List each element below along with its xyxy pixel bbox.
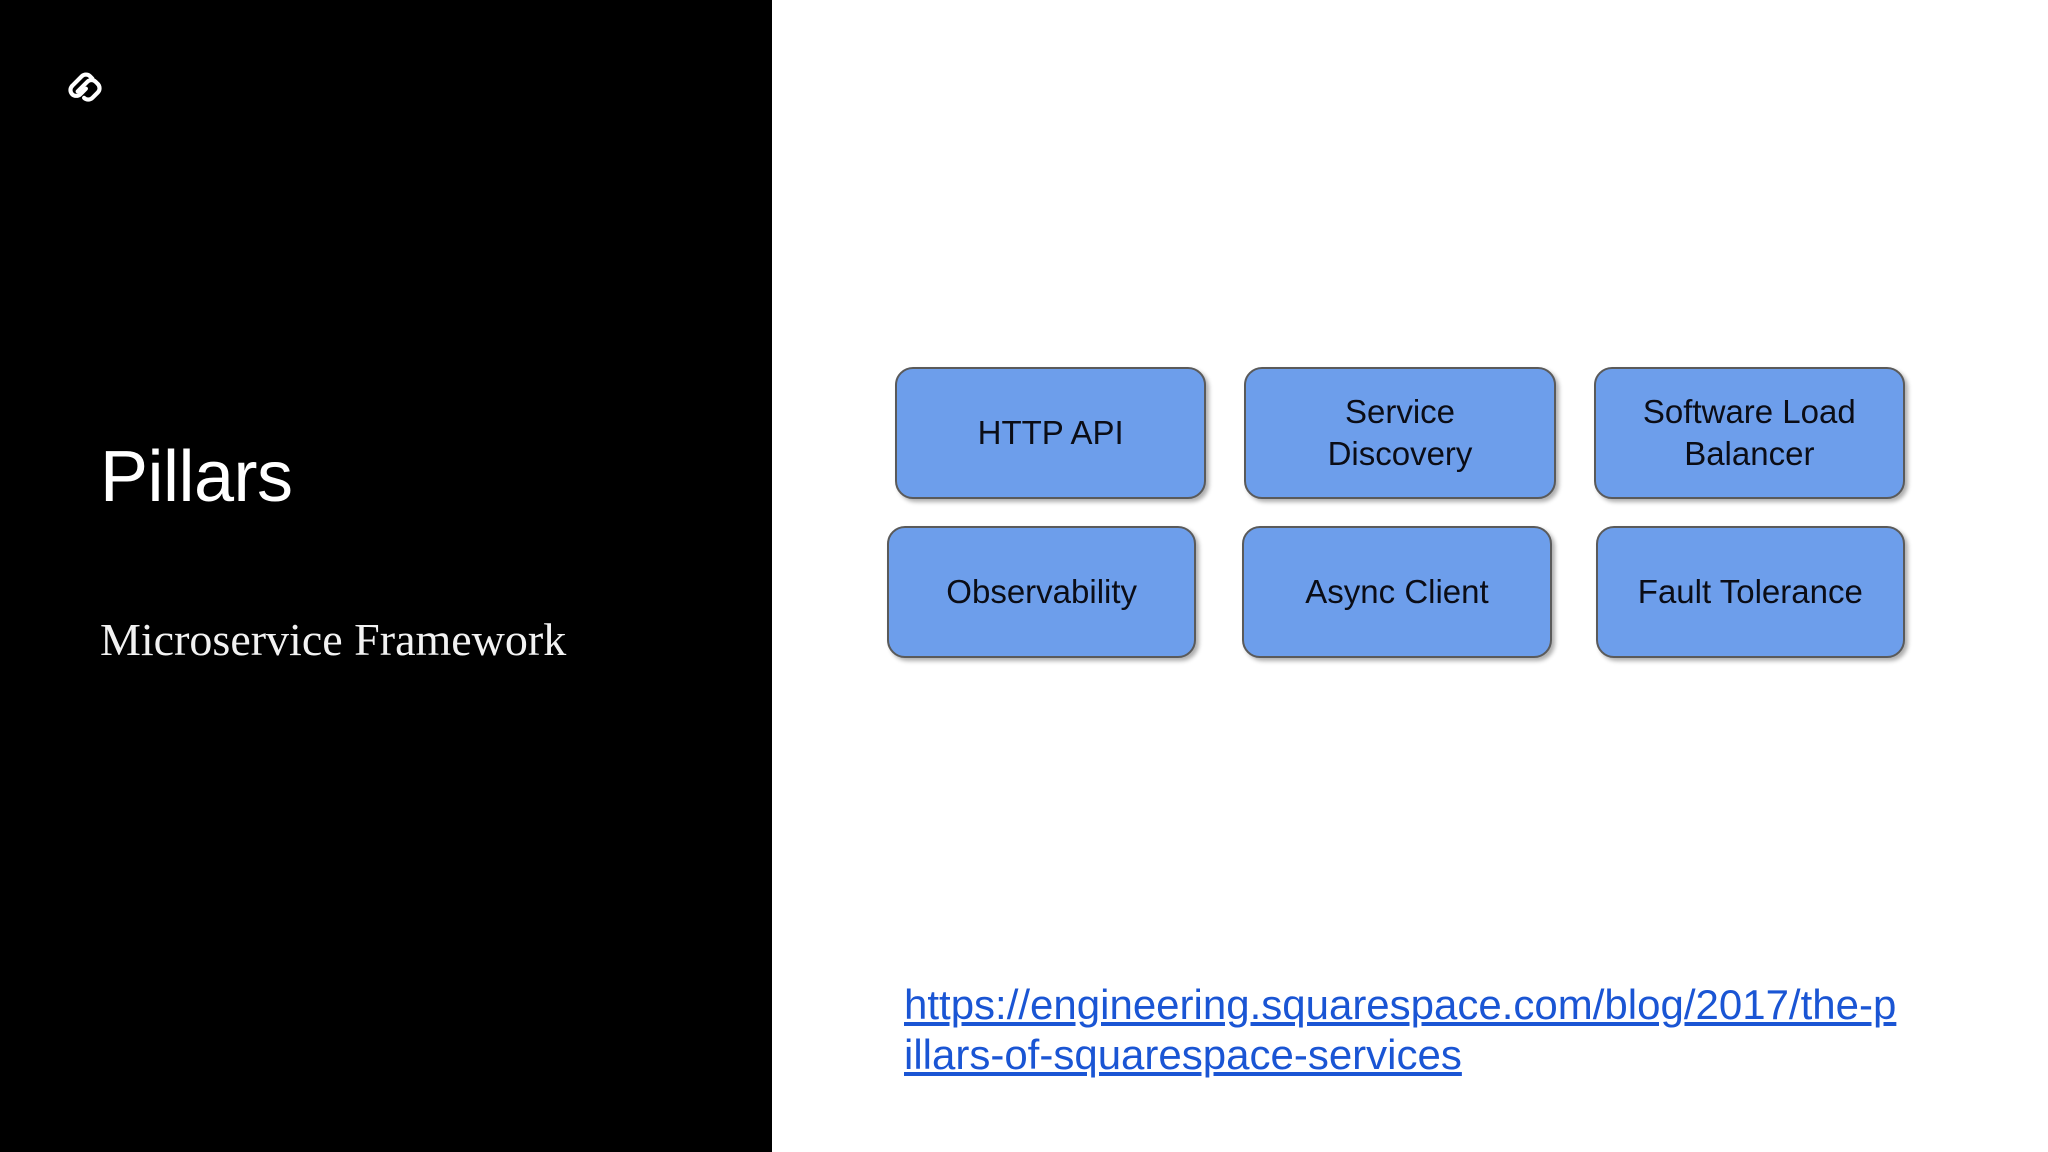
pillar-box-software-load-balancer[interactable]: Software Load Balancer [1593,367,1905,499]
pillar-grid: HTTP API Service Discovery Software Load… [887,367,1905,658]
pillar-box-fault-tolerance[interactable]: Fault Tolerance [1595,526,1905,658]
pillar-box-label: Software Load Balancer [1642,392,1856,472]
pillar-box-label: Observability [946,572,1138,610]
slide-left-panel: Pillars Microservice Framework [0,0,772,1152]
pillar-row: Observability Async Client Fault Toleran… [887,526,1905,658]
pillar-box-label: Async Client [1305,572,1489,610]
pillar-box-service-discovery[interactable]: Service Discovery [1244,367,1556,499]
squarespace-logo-icon [62,62,108,108]
pillar-box-http-api[interactable]: HTTP API [895,367,1207,499]
page-title: Pillars [100,437,293,517]
source-link[interactable]: https://engineering.squarespace.com/blog… [904,981,1897,1078]
page-subtitle: Microservice Framework [100,613,567,665]
slide-right-panel: HTTP API Service Discovery Software Load… [772,0,2048,1152]
pillar-box-label: HTTP API [977,413,1124,451]
pillar-box-label: Fault Tolerance [1637,572,1863,610]
pillar-box-label: Service Discovery [1327,392,1473,472]
pillar-row: HTTP API Service Discovery Software Load… [895,367,1905,499]
pillar-box-async-client[interactable]: Async Client [1242,526,1552,658]
pillar-box-observability[interactable]: Observability [887,526,1197,658]
left-text-block: Pillars Microservice Framework [100,437,740,667]
source-link-container: https://engineering.squarespace.com/blog… [904,980,1904,1079]
